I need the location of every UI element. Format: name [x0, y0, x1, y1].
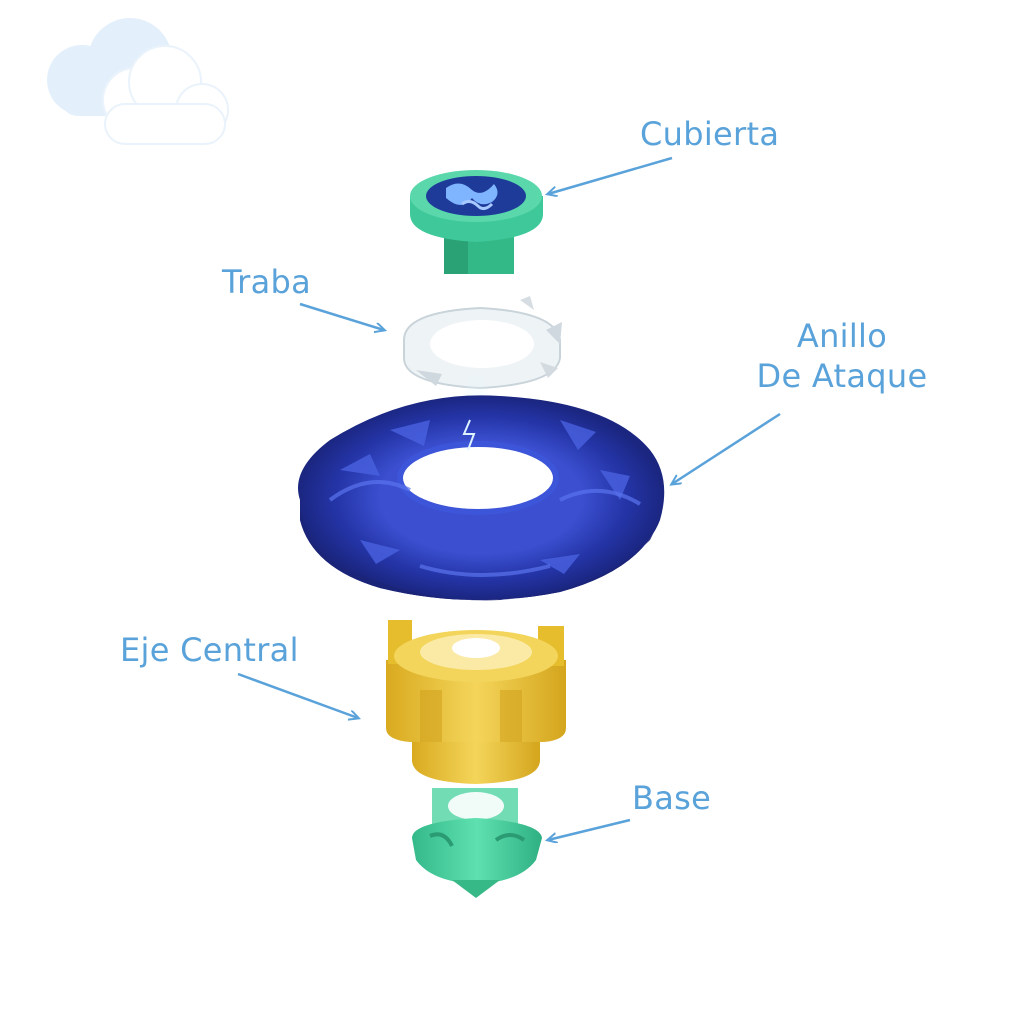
base-part — [412, 788, 542, 898]
base-label: Base — [632, 779, 712, 817]
traba-part — [403, 296, 562, 390]
eje-central-label: Eje Central — [120, 631, 299, 669]
traba-arrow — [299, 302, 384, 330]
anillo-de-ataque-label: Anillo De Ataque — [752, 316, 932, 396]
eje-central-arrow — [237, 672, 358, 718]
anillo-arrow — [672, 412, 781, 484]
traba-label: Traba — [222, 263, 312, 301]
cubierta-label: Cubierta — [640, 115, 780, 153]
cloud-icon — [47, 18, 229, 145]
anillo-de-ataque-part — [298, 395, 665, 601]
eje-central-part — [386, 620, 566, 784]
anillo-label-line-2: De Ataque — [756, 357, 928, 395]
anillo-label-line-1: Anillo — [796, 317, 888, 355]
cubierta-arrow — [548, 156, 673, 194]
cubierta-part — [410, 170, 543, 274]
base-arrow — [548, 818, 631, 840]
